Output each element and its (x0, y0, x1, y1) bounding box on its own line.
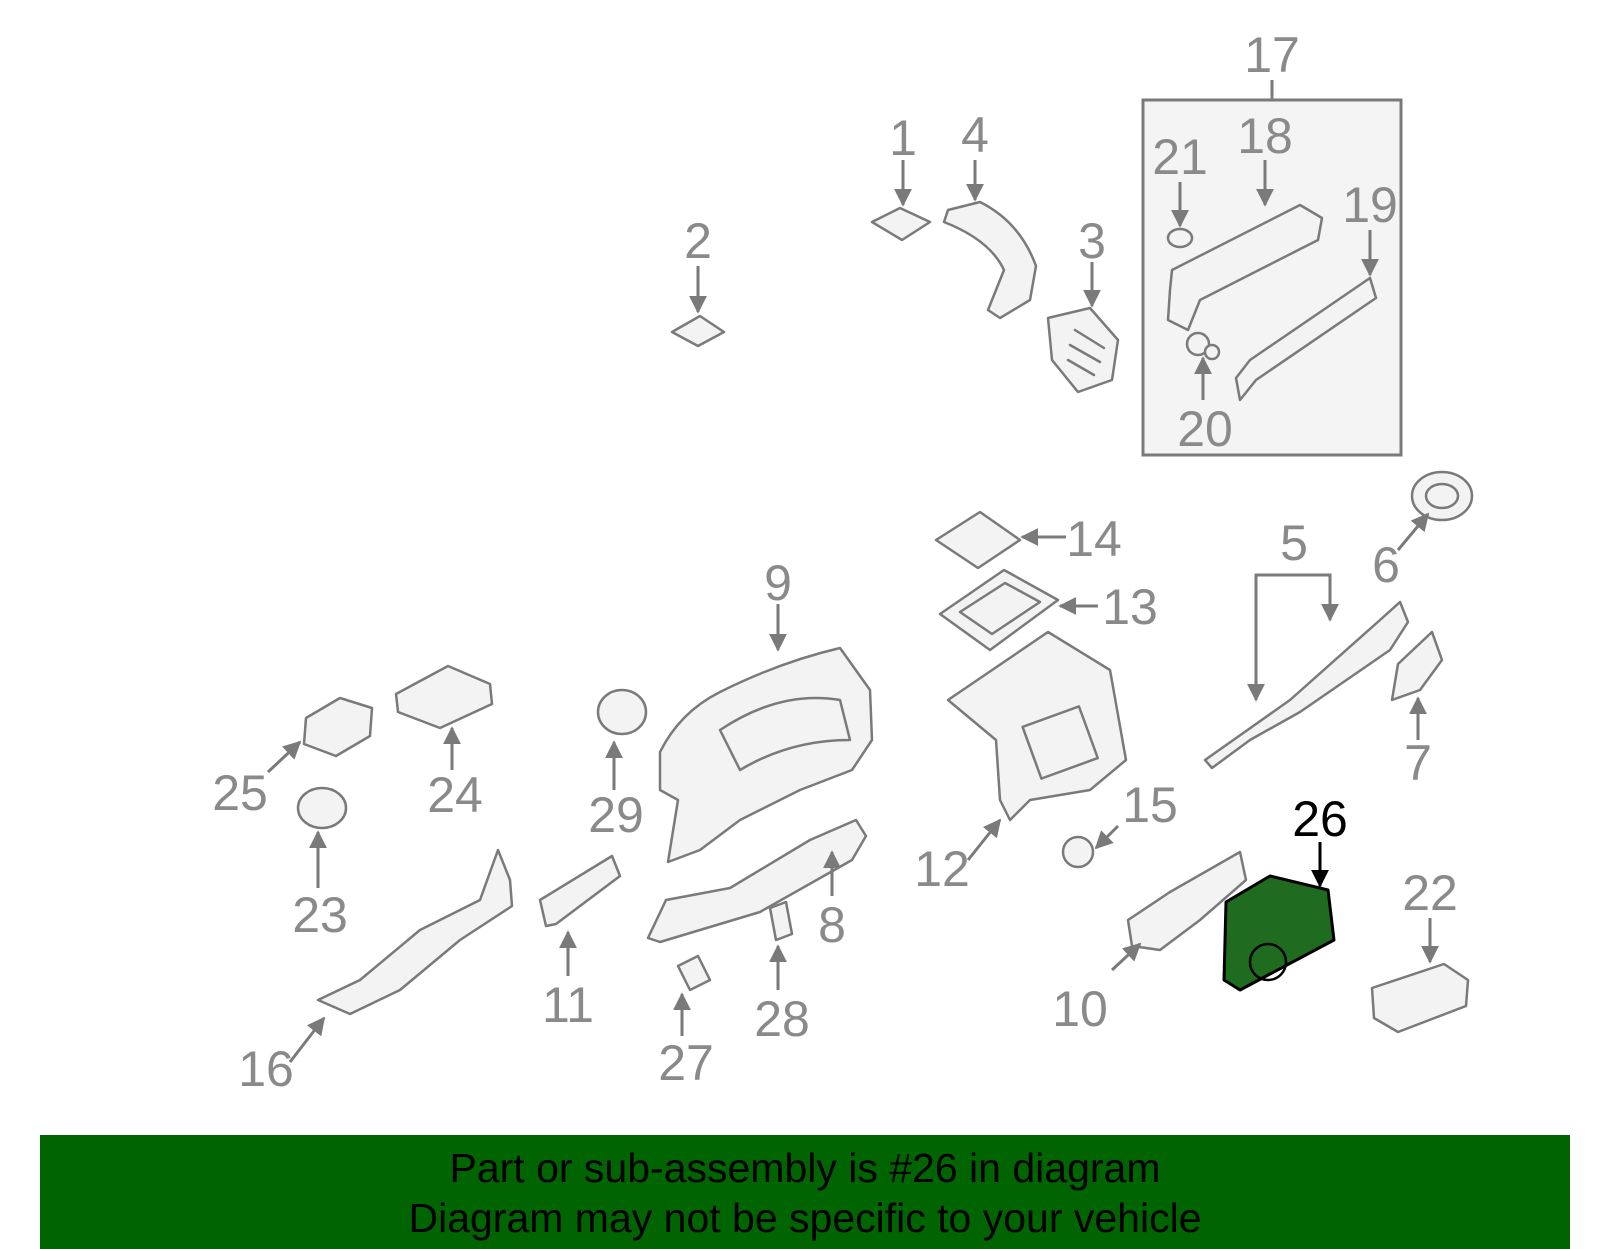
part-23-drawing (296, 786, 348, 888)
callout-11: 11 (542, 977, 594, 1033)
part-11-drawing (538, 854, 622, 976)
part-29-drawing (596, 688, 648, 790)
callout-27: 27 (658, 1035, 714, 1091)
callout-3: 3 (1078, 213, 1106, 269)
part-20-drawing (1185, 331, 1221, 400)
part-10-drawing (1110, 850, 1248, 972)
part-25-drawing (266, 696, 374, 774)
part-15-drawing (1061, 824, 1120, 869)
part-1-drawing (870, 160, 932, 242)
banner-line-2: Diagram may not be specific to your vehi… (408, 1195, 1202, 1241)
callout-28: 28 (754, 991, 810, 1047)
callout-5: 5 (1280, 515, 1308, 571)
part-21-drawing (1166, 182, 1194, 249)
callout-15: 15 (1122, 777, 1178, 833)
part-8-drawing (646, 818, 868, 944)
callout-24: 24 (427, 767, 483, 823)
part-26-drawing (1222, 842, 1336, 992)
callout-6: 6 (1372, 537, 1400, 593)
part-3-drawing (1046, 262, 1120, 394)
part-6-drawing (1396, 470, 1474, 551)
part-7-drawing (1390, 630, 1444, 740)
callout-7: 7 (1404, 735, 1432, 791)
part-27-drawing (673, 954, 712, 1036)
callout-9: 9 (764, 555, 792, 611)
banner-line-1: Part or sub-assembly is #26 in diagram (449, 1145, 1161, 1191)
callout-16: 16 (238, 1041, 294, 1097)
callout-22: 22 (1402, 865, 1458, 921)
callout-13: 13 (1102, 579, 1158, 635)
callout-14: 14 (1066, 511, 1122, 567)
callout-25: 25 (212, 765, 268, 821)
callout-18: 18 (1237, 108, 1293, 164)
callout-8: 8 (818, 897, 846, 953)
info-banner: Part or sub-assembly is #26 in diagram D… (40, 1135, 1570, 1249)
callout-23: 23 (292, 887, 348, 943)
part-24-drawing (394, 664, 494, 770)
callout-4: 4 (961, 107, 989, 163)
part-12-drawing (946, 630, 1128, 861)
callout-1: 1 (889, 110, 917, 166)
part-13-drawing (938, 568, 1098, 652)
callout-21: 21 (1152, 129, 1208, 185)
part-16-drawing (288, 848, 514, 1063)
callout-17: 17 (1244, 27, 1300, 83)
callout-12: 12 (914, 841, 970, 897)
callout-10: 10 (1052, 981, 1108, 1037)
part-2-drawing (670, 266, 726, 348)
callout-19: 19 (1342, 177, 1398, 233)
part-18-drawing (1166, 160, 1324, 332)
callout-2: 2 (684, 213, 712, 269)
part-9-drawing (658, 604, 874, 864)
part-14-drawing (934, 510, 1066, 570)
part-5-drawing (1203, 573, 1410, 770)
part-28-drawing (768, 900, 794, 990)
callout-29: 29 (588, 787, 644, 843)
part-22-drawing (1370, 918, 1470, 1034)
callout-26: 26 (1292, 791, 1348, 847)
callout-20: 20 (1177, 401, 1233, 457)
part-4-drawing (942, 160, 1038, 320)
part-19-drawing (1234, 230, 1379, 402)
